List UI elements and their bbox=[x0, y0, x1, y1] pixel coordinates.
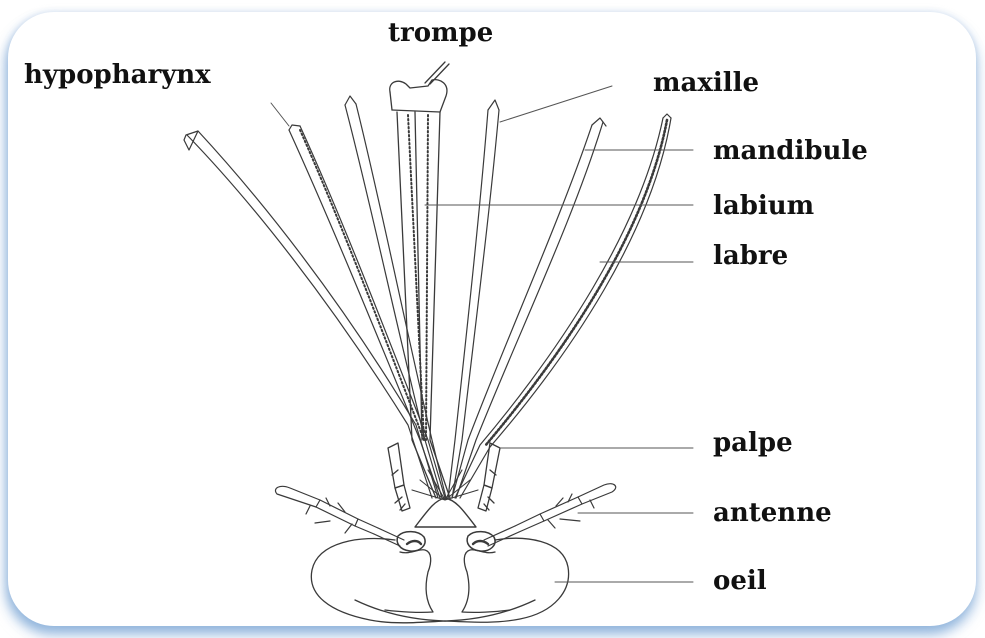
right-palp bbox=[478, 443, 500, 511]
label-antenne: antenne bbox=[713, 500, 832, 526]
antenna-sockets bbox=[397, 532, 495, 551]
labrum-stylet bbox=[455, 114, 671, 498]
labium-proboscis bbox=[390, 62, 450, 498]
label-oeil: oeil bbox=[713, 568, 767, 594]
label-mandibule: mandibule bbox=[713, 138, 868, 164]
left-antenna bbox=[275, 486, 404, 546]
right-antenna bbox=[484, 484, 616, 546]
clypeus bbox=[415, 498, 476, 527]
left-maxilla-stylet bbox=[345, 96, 446, 498]
label-palpe: palpe bbox=[713, 430, 793, 456]
left-palp bbox=[388, 443, 410, 511]
label-labre: labre bbox=[713, 243, 788, 269]
label-trompe: trompe bbox=[388, 20, 493, 46]
label-maxille: maxille bbox=[653, 70, 759, 96]
right-mandible-stylet bbox=[452, 118, 606, 498]
head-capsule bbox=[311, 538, 568, 623]
label-hypopharynx: hypopharynx bbox=[24, 62, 211, 88]
label-labium: labium bbox=[713, 193, 814, 219]
